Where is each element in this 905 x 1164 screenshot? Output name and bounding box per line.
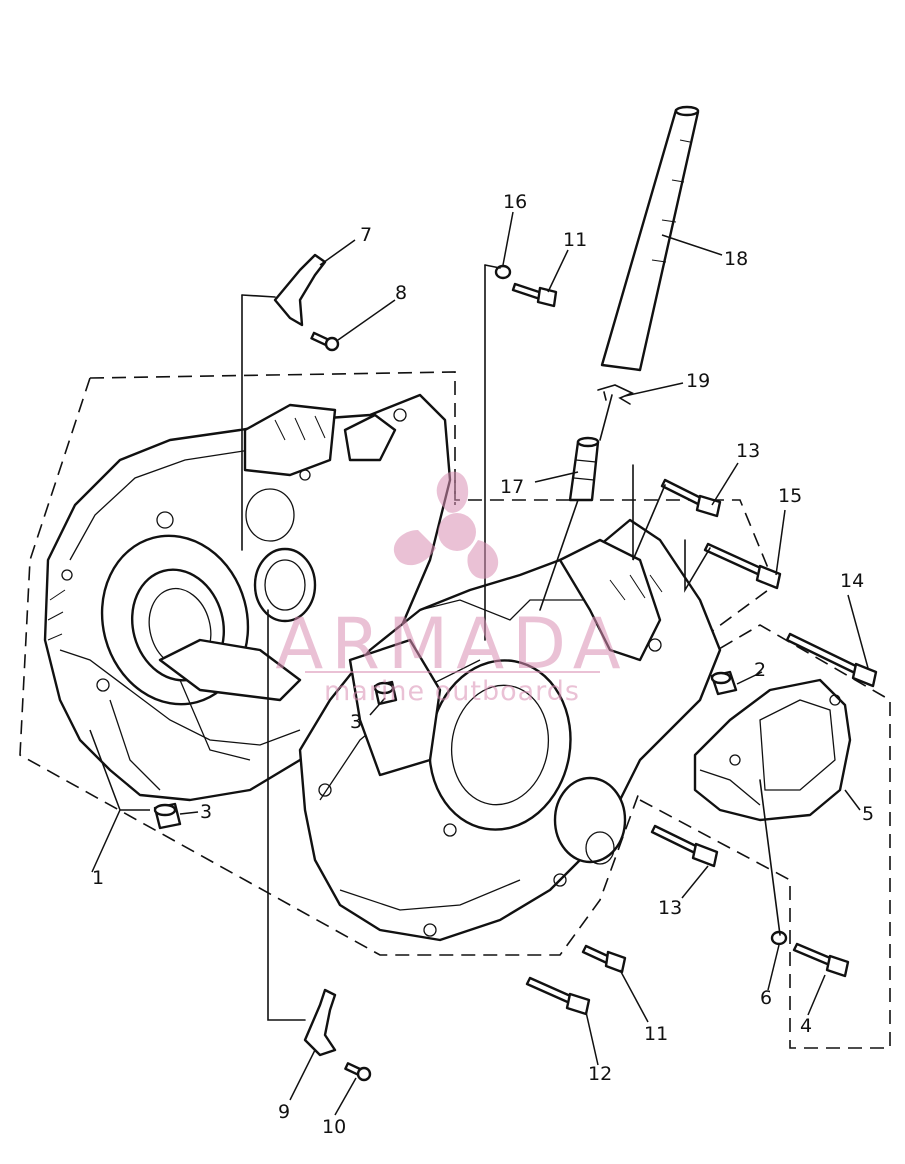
callout-8: 8 [395, 282, 407, 304]
right-crankcase-half [298, 518, 722, 942]
screw-10 [344, 1062, 372, 1082]
callout-6: 6 [760, 987, 772, 1009]
callout-5: 5 [862, 803, 874, 825]
callout-7: 7 [360, 224, 372, 246]
bolt-13-lower [650, 824, 719, 868]
upper-bracket [273, 253, 327, 327]
callout-11-upper: 11 [563, 229, 587, 251]
callout-9: 9 [278, 1101, 290, 1123]
leader-lines [89, 211, 869, 1116]
callout-19: 19 [686, 370, 710, 392]
callout-14: 14 [840, 570, 864, 592]
callout-18: 18 [724, 248, 748, 270]
dowel-pin-3-left [153, 802, 182, 830]
washer-16 [494, 264, 512, 280]
callout-3-center: 3 [350, 711, 362, 733]
callout-4: 4 [800, 1015, 812, 1037]
bolt-11-upper [511, 282, 558, 308]
callout-17: 17 [500, 476, 524, 498]
callout-3-left: 3 [200, 801, 212, 823]
bolt-11-lower [581, 944, 627, 974]
armada-watermark: ARMADA marine outboards [275, 471, 621, 707]
fitting-17 [568, 436, 600, 502]
callout-2: 2 [754, 659, 766, 681]
bolt-12 [525, 976, 591, 1016]
callout-11-lower: 11 [644, 1023, 668, 1045]
washer-6 [770, 930, 788, 946]
dowel-pin-2 [710, 670, 738, 696]
callout-16: 16 [503, 191, 527, 213]
screw-8 [310, 331, 340, 352]
left-crankcase-half [43, 393, 452, 802]
bolt-14 [785, 632, 878, 688]
propeller-icon [393, 471, 499, 579]
callout-1: 1 [92, 867, 104, 889]
lower-bracket [303, 988, 337, 1057]
side-cover [693, 678, 852, 822]
callout-15: 15 [778, 485, 802, 507]
callout-labels: 1 2 3 3 4 5 6 7 8 9 10 11 11 12 13 13 14… [92, 191, 874, 1138]
callout-12: 12 [588, 1063, 612, 1085]
dowel-pin-3-center [373, 680, 398, 706]
watermark-tagline: marine outboards [324, 676, 580, 707]
bolt-4 [792, 942, 850, 978]
callout-10: 10 [322, 1116, 346, 1138]
bolt-15 [703, 542, 782, 590]
bolt-13-upper [660, 478, 722, 518]
callout-13-lower: 13 [658, 897, 682, 919]
clip-19 [597, 384, 634, 405]
callout-13-upper: 13 [736, 440, 760, 462]
breather-hose-18 [600, 105, 700, 372]
